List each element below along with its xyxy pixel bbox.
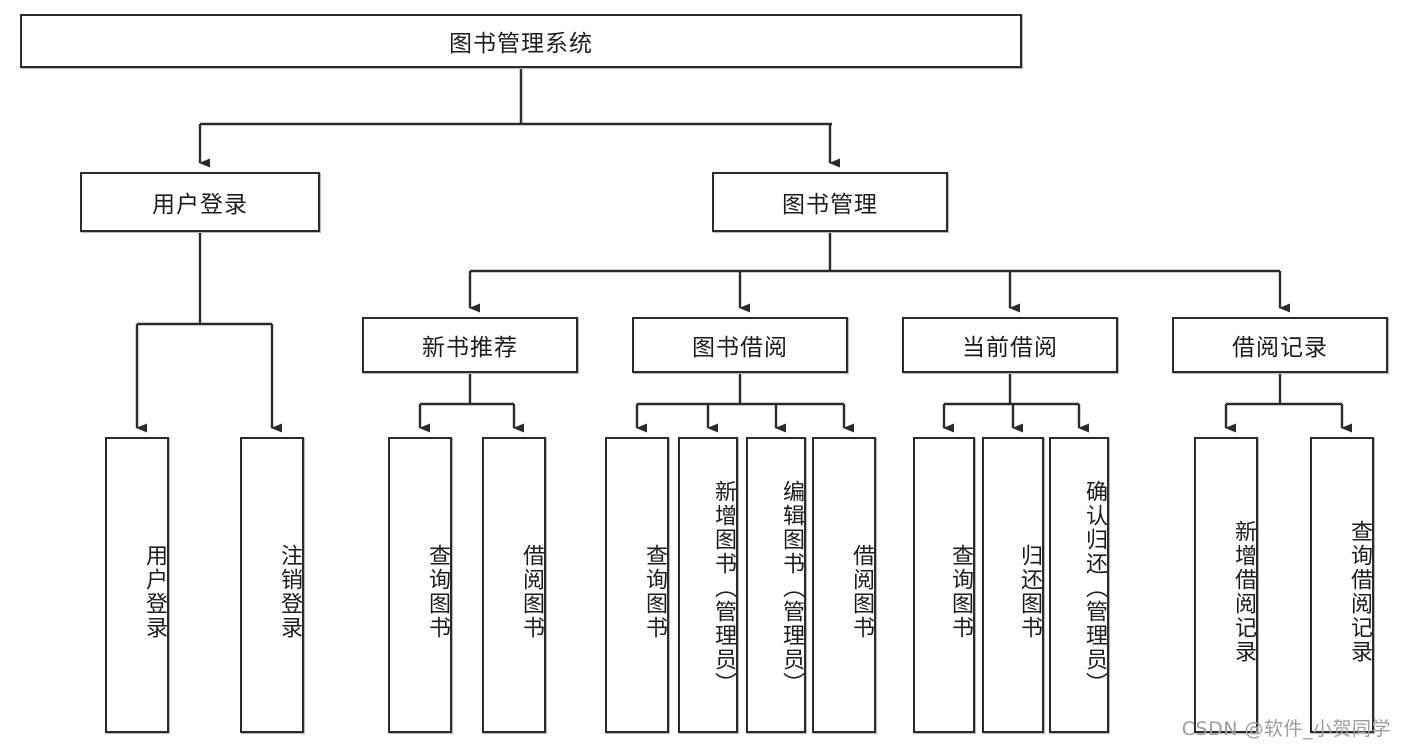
node-root-system[interactable]: 图书管理系统 bbox=[20, 14, 1022, 68]
leaf-add-book-admin[interactable]: 新增图书（管理员） bbox=[678, 437, 738, 733]
node-book-management[interactable]: 图书管理 bbox=[712, 172, 948, 232]
node-borrow-records[interactable]: 借阅记录 bbox=[1172, 317, 1388, 373]
node-new-book-recommend[interactable]: 新书推荐 bbox=[362, 317, 578, 373]
leaf-edit-book-admin[interactable]: 编辑图书（管理员） bbox=[746, 437, 806, 733]
node-current-borrow[interactable]: 当前借阅 bbox=[902, 317, 1118, 373]
csdn-watermark: CSDN @软件_小贺同学 bbox=[1181, 718, 1391, 740]
leaf-user-login[interactable]: 用户登录 bbox=[105, 437, 169, 733]
leaf-confirm-return-admin[interactable]: 确认归还（管理员） bbox=[1049, 437, 1109, 733]
leaf-return-books[interactable]: 归还图书 bbox=[982, 437, 1044, 733]
leaf-add-borrow-record[interactable]: 新增借阅记录 bbox=[1194, 437, 1258, 733]
node-book-borrow[interactable]: 图书借阅 bbox=[632, 317, 848, 373]
leaf-query-books-current[interactable]: 查询图书 bbox=[913, 437, 975, 733]
leaf-query-books-borrow[interactable]: 查询图书 bbox=[605, 437, 669, 733]
leaf-logout[interactable]: 注销登录 bbox=[240, 437, 304, 733]
node-user-login[interactable]: 用户登录 bbox=[80, 172, 320, 232]
leaf-query-books-recommend[interactable]: 查询图书 bbox=[388, 437, 452, 733]
leaf-borrow-books-recommend[interactable]: 借阅图书 bbox=[482, 437, 546, 733]
leaf-query-borrow-record[interactable]: 查询借阅记录 bbox=[1310, 437, 1374, 733]
leaf-borrow-books[interactable]: 借阅图书 bbox=[812, 437, 876, 733]
